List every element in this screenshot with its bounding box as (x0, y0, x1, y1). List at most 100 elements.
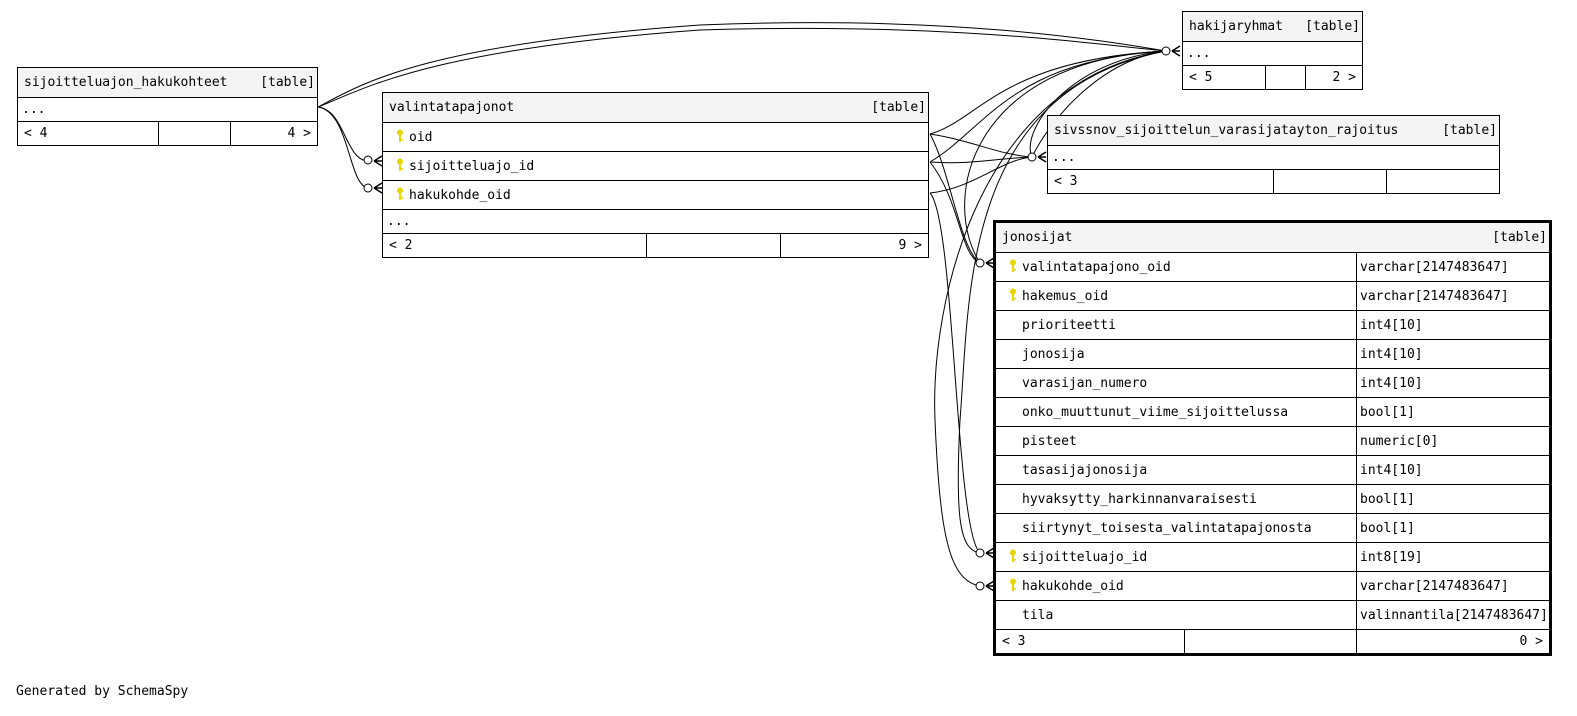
column-name-cell: tila (996, 601, 1356, 629)
table-footer: < 4 4 > (18, 121, 317, 145)
key-icon (391, 187, 409, 203)
column-type: int4[10] (1356, 311, 1549, 339)
parents-count[interactable]: < 3 (1002, 634, 1026, 649)
footer-middle (158, 122, 230, 145)
table-name: sivssnov_sijoittelun_varasijatayton_rajo… (1054, 123, 1399, 138)
table-hakijaryhmat[interactable]: hakijaryhmat [table] ... < 5 2 > (1182, 11, 1363, 90)
column-name-cell: varasijan_numero (996, 369, 1356, 397)
column-row[interactable]: valintatapajono_oid varchar[2147483647] (996, 252, 1549, 281)
column-name-cell: hyvaksytty_harkinnanvaraisesti (996, 485, 1356, 513)
key-icon (1004, 259, 1022, 275)
table-name: hakijaryhmat (1189, 19, 1283, 34)
column-name: sijoitteluajo_id (1022, 549, 1148, 565)
column-name: varasijan_numero (1022, 375, 1148, 391)
column-row[interactable]: onko_muuttunut_viime_sijoittelussa bool[1… (996, 397, 1549, 426)
key-icon (1004, 288, 1022, 304)
columns-ellipsis: ... (383, 209, 928, 233)
column-type: varchar[2147483647] (1356, 572, 1549, 600)
column-name: hyvaksytty_harkinnanvaraisesti (1022, 491, 1257, 507)
column-name: tasasijajonosija (1022, 462, 1148, 478)
children-count[interactable] (1386, 170, 1499, 193)
column-type: int4[10] (1356, 340, 1549, 368)
column-type: bool[1] (1356, 514, 1549, 542)
column-name: hakukohde_oid (409, 187, 511, 203)
table-header: hakijaryhmat [table] (1183, 12, 1362, 41)
column-row[interactable]: oid (383, 122, 928, 151)
column-row[interactable]: siirtynyt_toisesta_valintatapajonosta boo… (996, 513, 1549, 542)
columns-ellipsis: ... (1048, 145, 1499, 169)
table-name: sijoitteluajon_hakukohteet (24, 75, 228, 90)
parents-count[interactable]: < 3 (1054, 174, 1078, 189)
table-sijoitteluajon-hakukohteet[interactable]: sijoitteluajon_hakukohteet [table] ... <… (17, 67, 318, 146)
column-name-cell: pisteet (996, 427, 1356, 455)
table-tag: [table] (1442, 123, 1497, 138)
column-name: siirtynyt_toisesta_valintatapajonosta (1022, 520, 1312, 536)
column-row[interactable]: prioriteetti int4[10] (996, 310, 1549, 339)
table-tag: [table] (260, 75, 315, 90)
key-icon (1004, 578, 1022, 594)
footer-middle (1273, 170, 1386, 193)
footer-middle (646, 234, 780, 257)
table-sivssnov-sijoittelun-varasijatayton-rajoitus[interactable]: sivssnov_sijoittelun_varasijatayton_rajo… (1047, 115, 1500, 194)
column-type: numeric[0] (1356, 427, 1549, 455)
column-row[interactable]: sijoitteluajo_id int8[19] (996, 542, 1549, 571)
children-count[interactable]: 0 > (1356, 630, 1549, 653)
column-type: varchar[2147483647] (1356, 253, 1549, 281)
column-name: hakukohde_oid (1022, 578, 1124, 594)
column-name: oid (409, 129, 433, 145)
children-count[interactable]: 4 > (230, 122, 317, 145)
column-type: int8[19] (1356, 543, 1549, 571)
children-count[interactable]: 9 > (780, 234, 928, 257)
table-name: jonosijat (1002, 230, 1073, 245)
table-footer: < 3 (1048, 169, 1499, 193)
column-type: int4[10] (1356, 369, 1549, 397)
column-name-cell: sijoitteluajo_id (996, 543, 1356, 571)
key-icon (391, 129, 409, 145)
column-type: varchar[2147483647] (1356, 282, 1549, 310)
column-row[interactable]: tila valinnantila[2147483647] (996, 600, 1549, 629)
edge-hakukohteet-valintatapajonot (317, 106, 369, 162)
table-header: sijoitteluajon_hakukohteet [table] (18, 68, 317, 97)
column-row[interactable]: hakukohde_oid (383, 180, 928, 209)
edge-valintatapajonot-sivssnov (929, 133, 1033, 158)
column-type: bool[1] (1356, 398, 1549, 426)
column-name: tila (1022, 607, 1054, 623)
columns-ellipsis: ... (18, 97, 317, 121)
parents-count[interactable]: < 5 (1189, 70, 1213, 85)
edge-valintatapajonot-jonosijat (929, 133, 981, 264)
table-header: sivssnov_sijoittelun_varasijatayton_rajo… (1048, 116, 1499, 145)
column-name-cell: hakemus_oid (996, 282, 1356, 310)
column-row[interactable]: pisteet numeric[0] (996, 426, 1549, 455)
column-name: sijoitteluajo_id (409, 158, 535, 174)
column-name-cell: prioriteetti (996, 311, 1356, 339)
column-name: prioriteetti (1022, 317, 1116, 333)
column-name: onko_muuttunut_viime_sijoittelussa (1022, 404, 1289, 420)
parents-count[interactable]: < 4 (24, 126, 48, 141)
table-header: jonosijat [table] (996, 223, 1549, 252)
parents-count[interactable]: < 2 (389, 238, 413, 253)
generated-by-note: Generated by SchemaSpy (16, 684, 189, 699)
children-count[interactable]: 2 > (1305, 66, 1362, 89)
column-name-cell: tasasijajonosija (996, 456, 1356, 484)
column-name: valintatapajono_oid (1022, 259, 1171, 275)
table-tag: [table] (1305, 19, 1360, 34)
column-name-cell: onko_muuttunut_viime_sijoittelussa (996, 398, 1356, 426)
table-name: valintatapajonot (389, 100, 515, 115)
column-row[interactable]: tasasijajonosija int4[10] (996, 455, 1549, 484)
column-name-cell: jonosija (996, 340, 1356, 368)
column-type: int4[10] (1356, 456, 1549, 484)
column-row[interactable]: sijoitteluajo_id (383, 151, 928, 180)
column-name-cell: valintatapajono_oid (996, 253, 1356, 281)
column-type: valinnantila[2147483647] (1356, 601, 1549, 629)
table-footer: < 2 9 > (383, 233, 928, 257)
table-valintatapajonot[interactable]: valintatapajonot [table] oid sijoittelua… (382, 92, 929, 258)
column-name-cell: hakukohde_oid (996, 572, 1356, 600)
column-name: pisteet (1022, 433, 1077, 449)
table-tag: [table] (1492, 230, 1547, 245)
column-row[interactable]: hakukohde_oid varchar[2147483647] (996, 571, 1549, 600)
column-row[interactable]: varasijan_numero int4[10] (996, 368, 1549, 397)
